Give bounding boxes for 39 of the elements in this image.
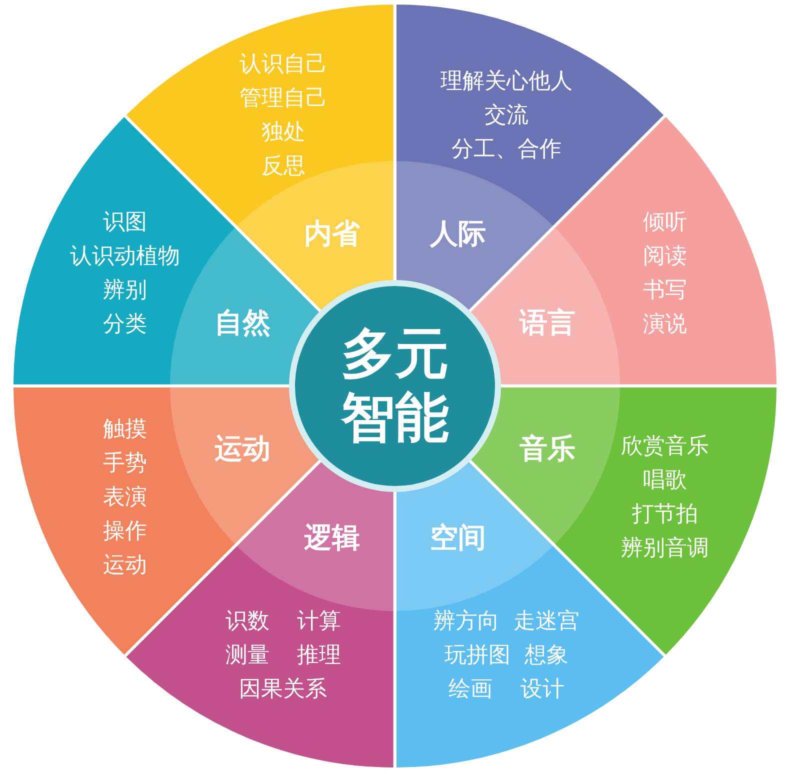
item-text: 倾听 — [642, 209, 687, 238]
item-text: 欣赏音乐 — [620, 432, 709, 461]
item-text: 打节拍 — [630, 500, 699, 529]
item-text: 管理自己 — [239, 85, 328, 114]
item-text: 演说 — [642, 311, 687, 340]
item-text: 认识动植物 — [70, 243, 180, 272]
item-text: 玩拼图 想象 — [444, 642, 570, 670]
item-text: 交流 — [484, 102, 530, 130]
item-text: 书写 — [642, 277, 687, 306]
item-text: 独处 — [260, 119, 306, 148]
segment-heading: 人际 — [430, 216, 486, 252]
item-text: 反思 — [260, 153, 306, 182]
item-text: 理解关心他人 — [440, 68, 573, 96]
item-text: 认识自己 — [239, 51, 328, 80]
segment-heading: 逻辑 — [304, 520, 360, 556]
item-text: 操作 — [103, 518, 148, 546]
item-text: 辨方向 走迷宫 — [434, 608, 580, 636]
item-text: 绘画 设计 — [448, 676, 566, 704]
segment-heading: 语言 — [519, 304, 576, 341]
item-text: 分工、合作 — [450, 136, 563, 164]
item-text: 识图 — [102, 209, 148, 238]
center-title: 多元智能 — [340, 322, 450, 450]
segment-heading: 内省 — [304, 216, 360, 252]
item-text: 因果关系 — [238, 676, 328, 704]
item-text: 辨别音调 — [620, 534, 709, 563]
segment-heading: 音乐 — [519, 431, 576, 468]
item-text: 辨别 — [102, 277, 148, 306]
segment-heading: 运动 — [214, 431, 271, 468]
segment-heading: 空间 — [430, 520, 486, 556]
item-text: 触摸 — [103, 416, 148, 444]
item-text: 测量 推理 — [225, 642, 342, 670]
item-text: 表演 — [103, 484, 148, 512]
item-text: 识数 计算 — [225, 608, 342, 636]
segment-heading: 自然 — [214, 304, 271, 341]
item-text: 分类 — [102, 311, 148, 340]
item-text: 阅读 — [642, 243, 687, 272]
item-text: 唱歌 — [642, 466, 688, 495]
item-text: 手势 — [103, 450, 148, 478]
item-text: 运动 — [103, 552, 148, 580]
